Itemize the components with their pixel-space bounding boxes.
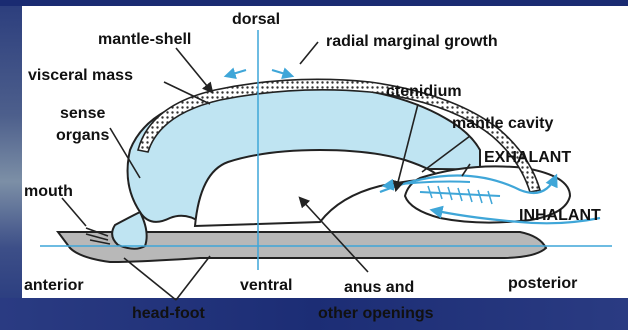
label-radial-marginal-growth: radial marginal growth <box>326 33 498 50</box>
label-inhalant: INHALANT <box>519 207 601 224</box>
growth-arrow-left <box>226 70 246 76</box>
leader-head-foot <box>124 258 176 300</box>
label-anus-and: anus and <box>344 279 414 296</box>
leader-radial-growth <box>300 42 318 64</box>
label-mouth: mouth <box>24 183 73 200</box>
label-mantle-cavity: mantle cavity <box>452 115 553 132</box>
leader-head-foot-2 <box>176 256 210 300</box>
label-ctenidium: ctenidium <box>386 83 462 100</box>
label-head-foot: head-foot <box>132 305 206 322</box>
label-posterior: posterior <box>508 275 577 292</box>
label-dorsal: dorsal <box>232 11 280 28</box>
leader-mantle-shell <box>176 48 212 92</box>
label-anterior: anterior <box>24 277 84 294</box>
label-organs: organs <box>56 127 109 144</box>
label-exhalant: EXHALANT <box>484 149 571 166</box>
label-ventral: ventral <box>240 277 292 294</box>
label-visceral-mass: visceral mass <box>28 67 133 84</box>
label-other-openings: other openings <box>318 305 434 322</box>
growth-arrow-right <box>272 70 292 76</box>
snout-shape <box>112 212 147 249</box>
leader-mouth <box>62 198 86 226</box>
label-mantle-shell: mantle-shell <box>98 31 191 48</box>
label-sense: sense <box>60 105 105 122</box>
